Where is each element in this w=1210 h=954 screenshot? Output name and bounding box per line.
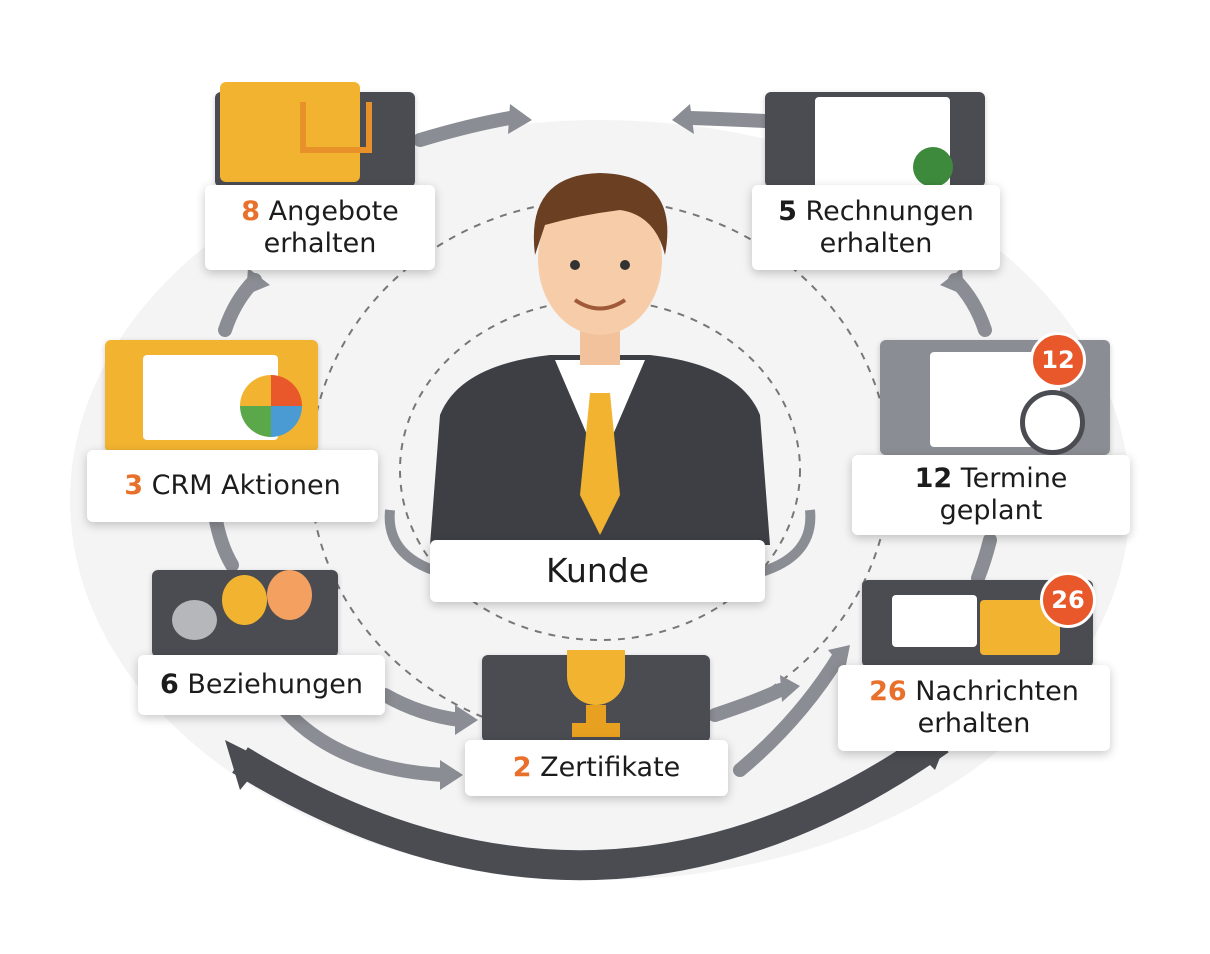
nachrichten-count-badge: 26 <box>1040 572 1096 628</box>
folder-cart-icon <box>215 82 415 187</box>
trophy-icon <box>482 650 710 742</box>
node-crm[interactable]: 3 CRM Aktionen <box>87 450 378 522</box>
node-beziehungen[interactable]: 6 Beziehungen <box>138 655 385 715</box>
node-nachrichten[interactable]: 26 Nachrichten erhalten <box>838 665 1110 751</box>
people-icon <box>152 570 338 657</box>
termine-count-badge: 12 <box>1030 332 1086 388</box>
node-termine[interactable]: 12 Termine geplant <box>852 455 1130 535</box>
node-rechnungen[interactable]: 5 Rechnungen erhalten <box>752 185 1000 270</box>
node-zertifikate[interactable]: 2 Zertifikate <box>465 740 728 796</box>
businessman-icon <box>430 173 770 545</box>
invoice-checklist-icon <box>765 92 985 192</box>
dashboard-pie-chart-icon <box>105 340 318 452</box>
customer-label: Kunde <box>430 540 765 602</box>
customer-avatar <box>430 165 770 545</box>
node-angebote[interactable]: 8 Angebote erhalten <box>205 185 435 270</box>
